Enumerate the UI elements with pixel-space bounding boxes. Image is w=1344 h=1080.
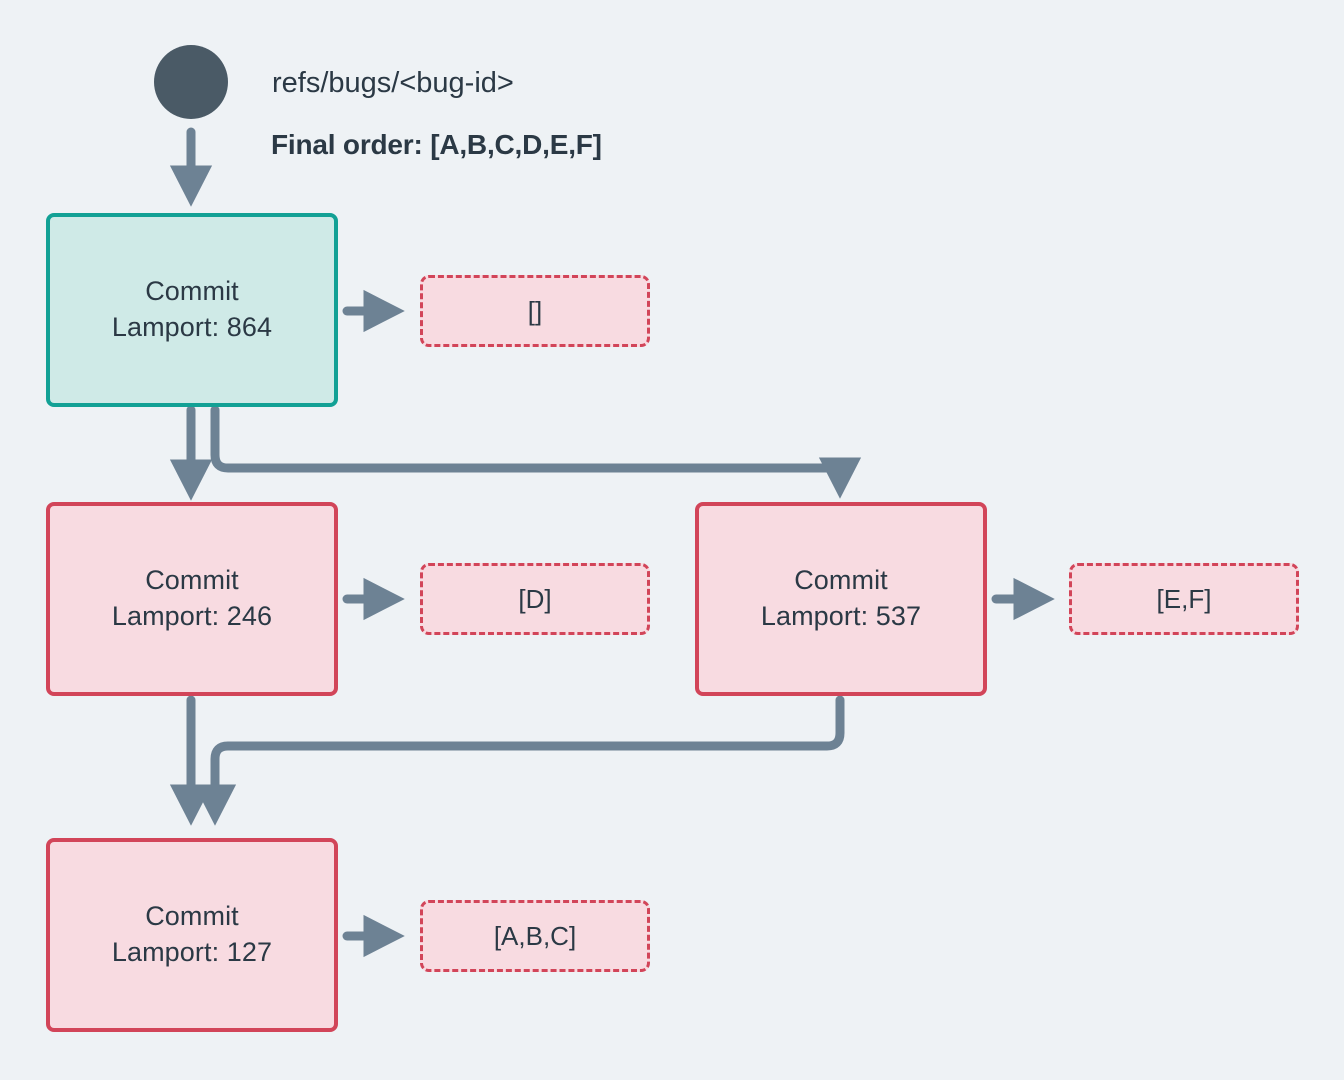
commit-title: Commit bbox=[145, 565, 239, 596]
payload-value: [D] bbox=[518, 583, 552, 614]
commit-node-127[interactable]: Commit Lamport: 127 bbox=[46, 838, 338, 1032]
ref-path-label: refs/bugs/<bug-id> bbox=[272, 67, 514, 99]
commit-node-246[interactable]: Commit Lamport: 246 bbox=[46, 502, 338, 696]
edge-537-to-127 bbox=[193, 695, 845, 826]
commit-title: Commit bbox=[794, 565, 888, 596]
final-order-label: Final order: [A,B,C,D,E,F] bbox=[271, 129, 602, 160]
commit-node-537[interactable]: Commit Lamport: 537 bbox=[695, 502, 987, 696]
payload-value: [A,B,C] bbox=[493, 920, 577, 951]
payload-value: [E,F] bbox=[1156, 583, 1212, 614]
commit-lamport: Lamport: 127 bbox=[111, 937, 273, 967]
edge-864-to-537 bbox=[210, 405, 862, 499]
commit-node-864[interactable]: Commit Lamport: 864 bbox=[46, 213, 338, 407]
commit-title: Commit bbox=[145, 276, 239, 307]
root-ref-dot[interactable] bbox=[154, 45, 228, 119]
commit-lamport: Lamport: 864 bbox=[111, 312, 273, 342]
commit-lamport: Lamport: 246 bbox=[111, 601, 273, 631]
commit-title: Commit bbox=[145, 901, 239, 932]
payload-box-537[interactable]: [E,F] bbox=[1069, 563, 1299, 635]
payload-box-127[interactable]: [A,B,C] bbox=[420, 900, 650, 972]
payload-box-864[interactable]: [] bbox=[420, 275, 650, 347]
payload-value: [] bbox=[527, 295, 543, 326]
commit-lamport: Lamport: 537 bbox=[760, 601, 922, 631]
payload-box-246[interactable]: [D] bbox=[420, 563, 650, 635]
